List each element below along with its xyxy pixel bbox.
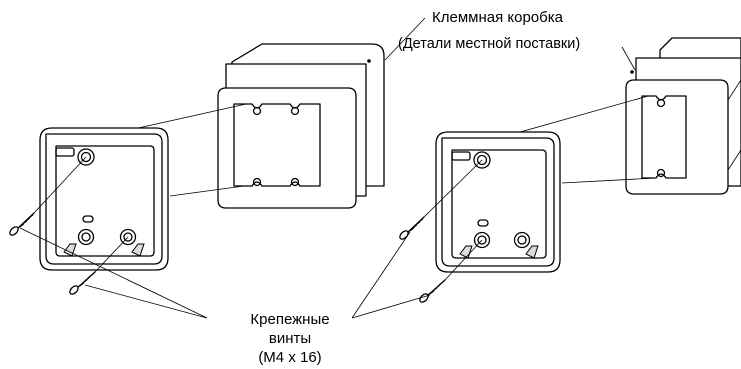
right-alignment-lines [505,95,657,184]
right-screw-paths [423,159,483,281]
field-supply-label: (Детали местной поставки) [398,36,581,52]
left-terminal-box [217,43,385,209]
screws-label-line3: (M4 x 16) [258,349,322,366]
left-screw-1 [9,212,35,236]
screws-label-line2: винты [268,330,312,347]
right-screw-1 [399,216,425,240]
leader-lines [19,17,636,319]
screws-label-line1: Крепежные [250,311,330,328]
left-screw-2 [69,271,96,295]
right-screw-2 [419,279,446,303]
right-terminal-box [625,37,741,195]
left-remote-base [39,127,169,271]
terminal-box-label: Клеммная коробка [432,9,563,26]
left-screw-paths [33,156,129,273]
right-remote-base [435,131,561,273]
